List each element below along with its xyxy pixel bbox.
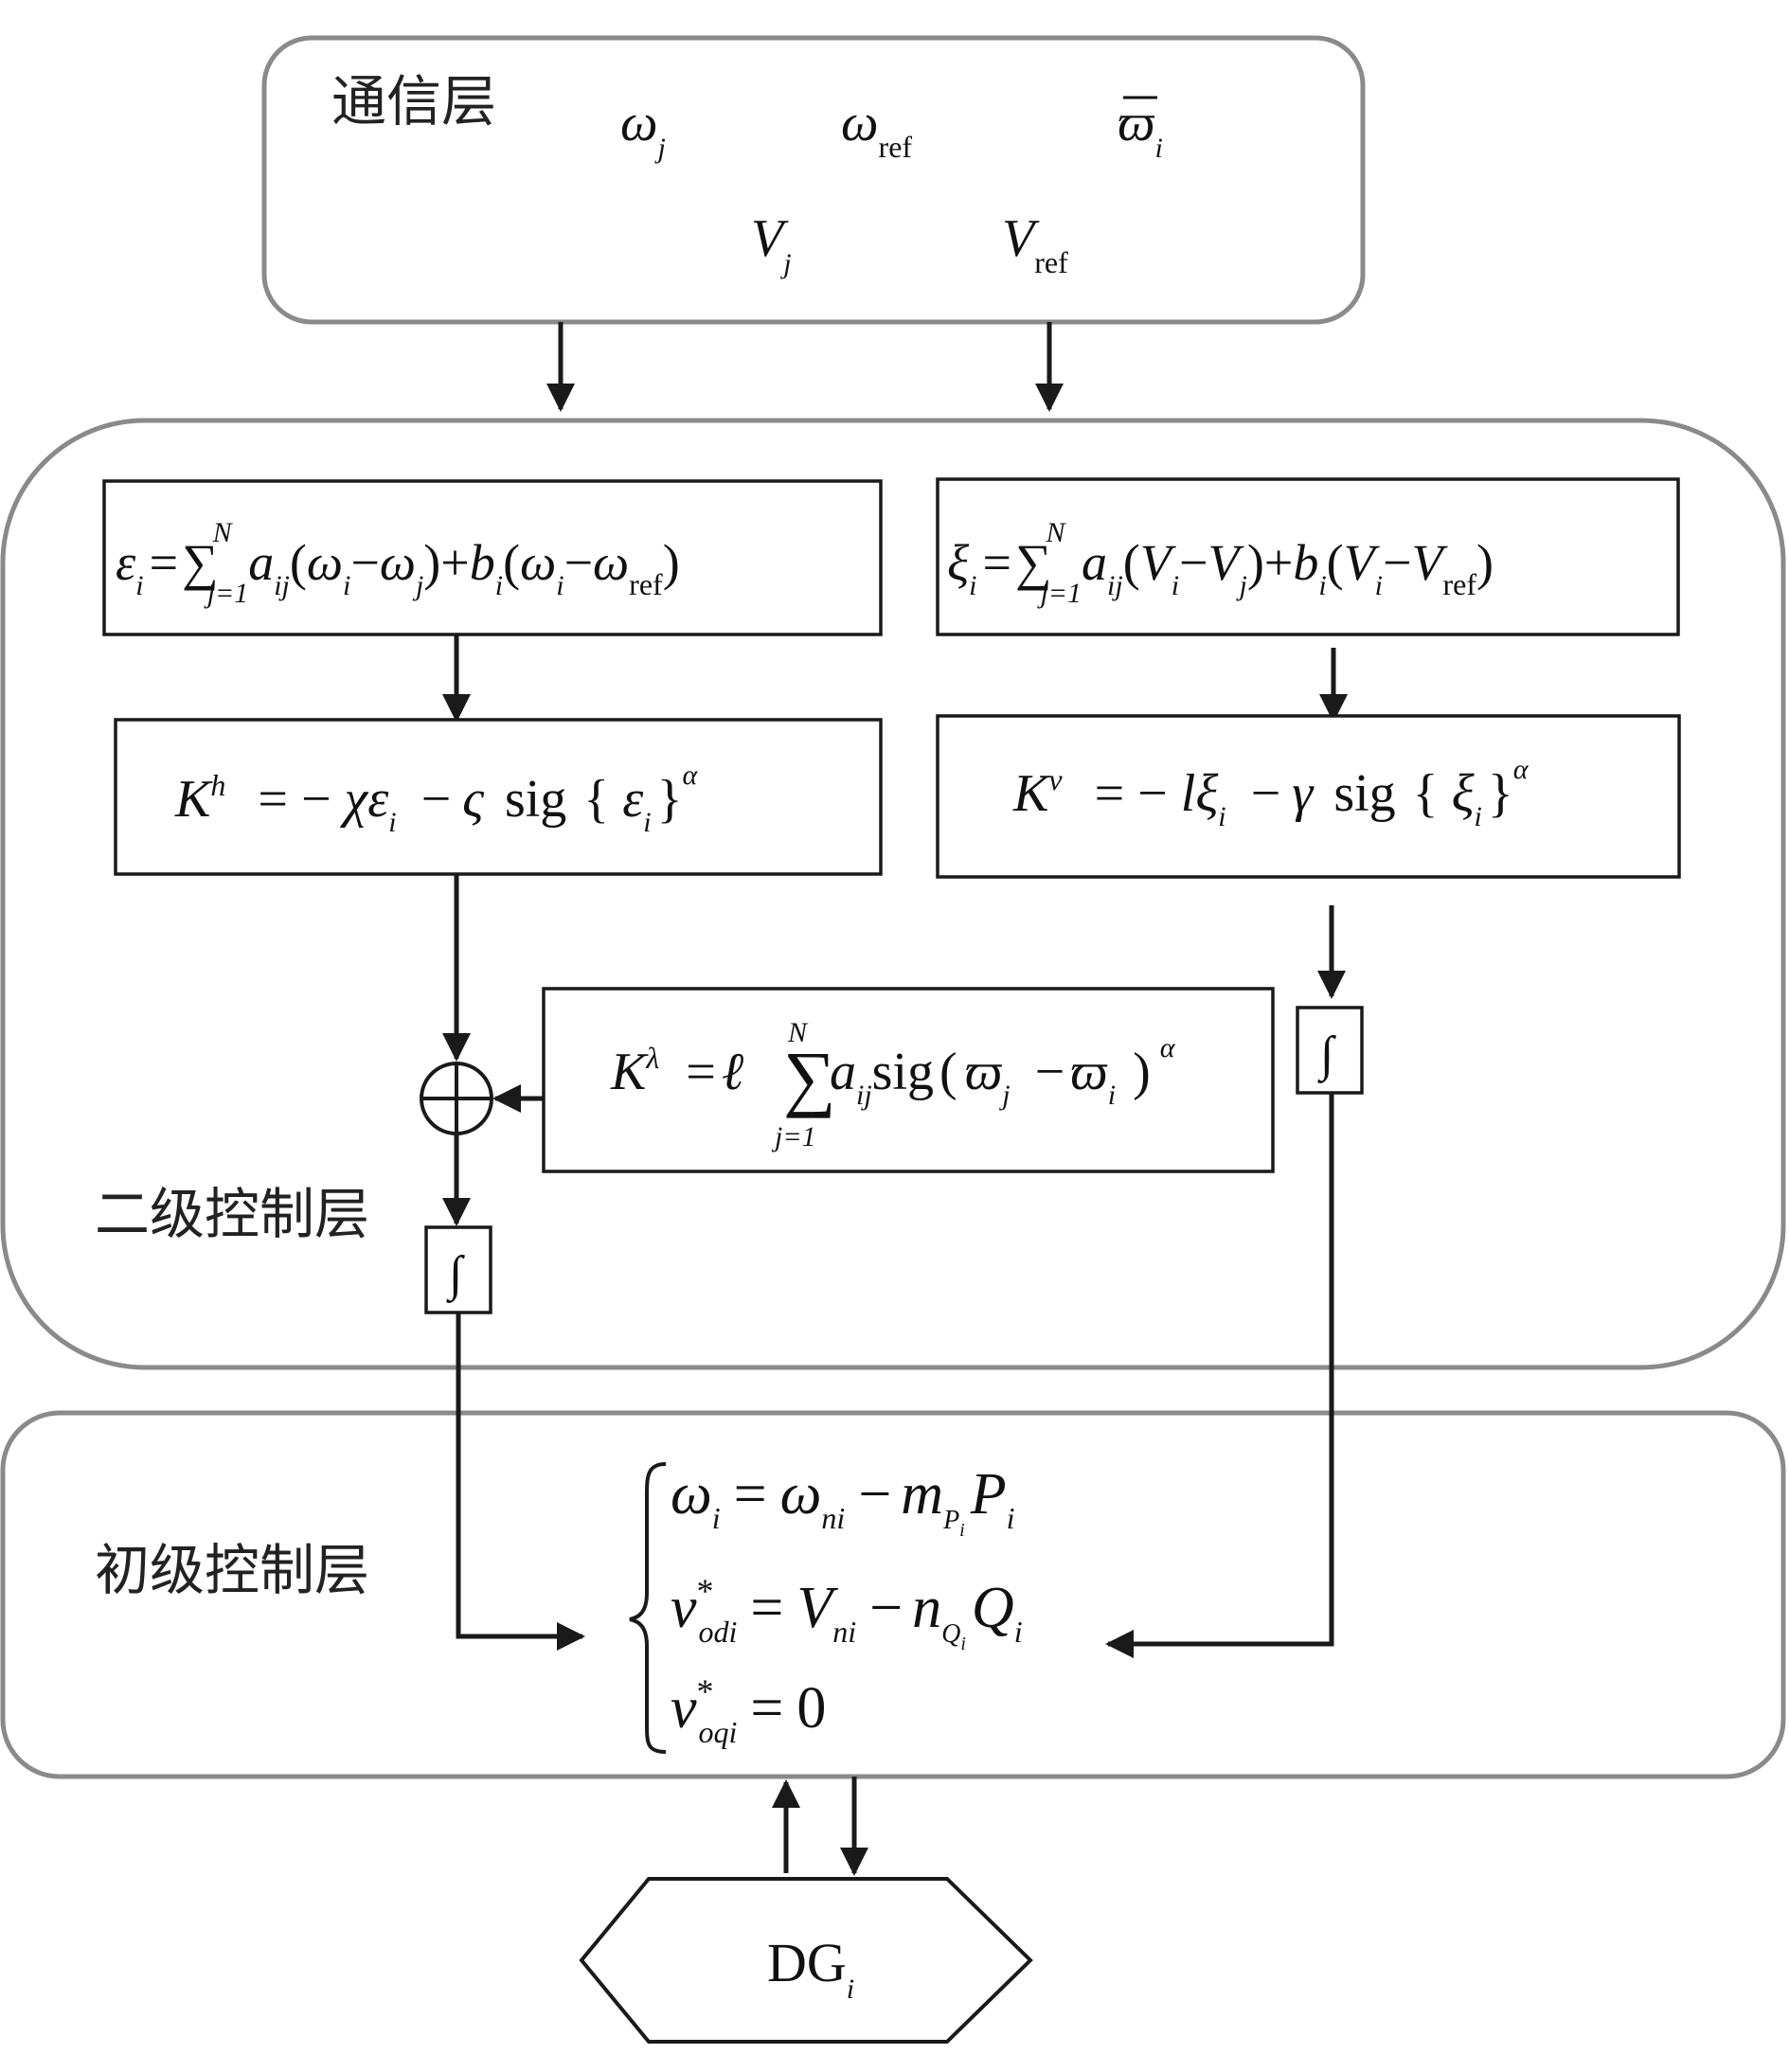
kv-box bbox=[936, 714, 1681, 879]
communication-layer-box bbox=[261, 35, 1366, 325]
klambda-box bbox=[542, 987, 1275, 1173]
klambda-sum-lower: j=1 bbox=[771, 1121, 816, 1152]
right-integrator-symbol: ∫ bbox=[1317, 1027, 1336, 1083]
dg-node bbox=[579, 1877, 1033, 2044]
volt-error-box bbox=[936, 477, 1680, 636]
freq-error-box bbox=[102, 479, 883, 636]
primary-layer-label: 初级控制层 bbox=[95, 1538, 369, 1602]
signal-v-j: Vj bbox=[751, 209, 792, 279]
klambda-sum-upper: N bbox=[787, 1017, 809, 1048]
arrow-left-integrator-to-primary bbox=[456, 1313, 585, 1651]
left-integrator-symbol: ∫ bbox=[446, 1247, 465, 1303]
kh-box bbox=[114, 718, 883, 876]
secondary-layer-label: 二级控制层 bbox=[95, 1182, 369, 1246]
secondary-layer-box bbox=[0, 418, 1786, 1370]
signal-omega-bar-i: ϖi bbox=[1118, 94, 1163, 164]
communication-layer-label: 通信层 bbox=[331, 69, 496, 134]
arrow-right-integrator-to-primary bbox=[1105, 1093, 1334, 1658]
klambda-equation-tail: aijsig(ϖj−ϖi)α bbox=[830, 1032, 1176, 1111]
right-integrator-box bbox=[1296, 1006, 1364, 1095]
signal-omega-ref: ωref bbox=[841, 94, 912, 164]
signal-omega-j: ωj bbox=[620, 94, 666, 164]
klambda-equation: Kλ=ℓ bbox=[610, 1041, 744, 1101]
left-integrator-box bbox=[424, 1225, 492, 1314]
primary-eq-vodi: v*odi=Vni−nQiQi bbox=[671, 1572, 1023, 1654]
primary-eq-omega: ωi=ωni−mPiPi bbox=[671, 1462, 1015, 1541]
summing-junction bbox=[420, 1062, 493, 1135]
klambda-sum-sign: ∑ bbox=[783, 1036, 836, 1118]
signal-v-ref: Vref bbox=[1002, 209, 1068, 279]
primary-layer-box bbox=[0, 1410, 1786, 1779]
primary-brace bbox=[629, 1462, 667, 1754]
primary-eq-voqi: v*oqi=0 bbox=[671, 1672, 826, 1749]
dg-label: DGi bbox=[767, 1932, 854, 2005]
